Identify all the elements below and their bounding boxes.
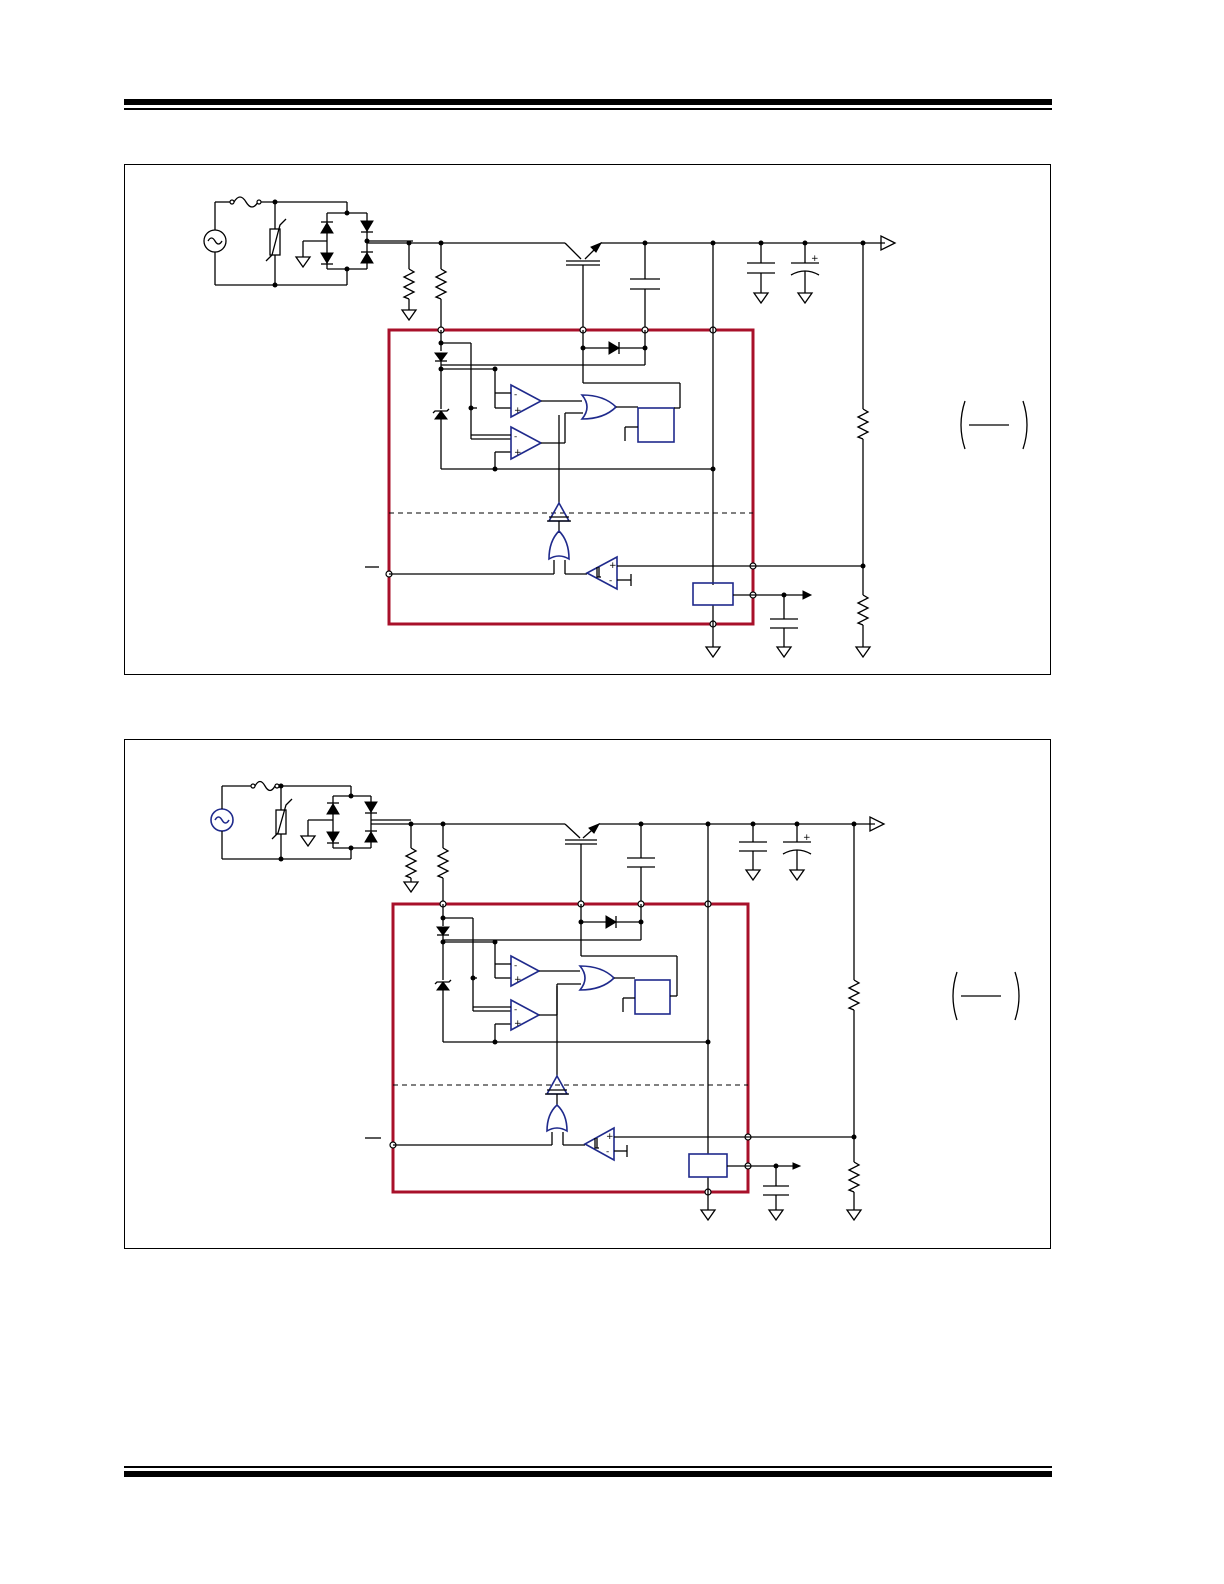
header-rule-thick	[124, 99, 1052, 105]
svg-text:+: +	[811, 254, 819, 264]
svg-text:-: -	[609, 576, 612, 586]
fuse-icon	[250, 780, 351, 792]
bridge-rectifier-icon	[299, 786, 411, 859]
header-rule-thin	[124, 108, 1052, 110]
timer-block	[688, 1153, 728, 1178]
svg-text:-: -	[606, 1147, 609, 1157]
or-gate-icon	[541, 394, 638, 444]
input-resistors	[400, 243, 448, 330]
schematic-figure-1: +	[124, 164, 1051, 675]
circuit-diagram-2: +	[210, 780, 1020, 1222]
svg-text:+: +	[609, 561, 617, 571]
input-resistors	[402, 824, 450, 904]
timer-block	[692, 582, 734, 606]
footer-rule-thick	[124, 1471, 1052, 1477]
svg-text:-: -	[514, 390, 517, 400]
ic-outline	[387, 328, 755, 626]
buffer-icon	[545, 1074, 569, 1106]
pass-transistor-icon	[564, 242, 885, 330]
ic-outline	[391, 902, 750, 1194]
varistor-icon	[215, 199, 347, 288]
svg-text:+: +	[514, 448, 522, 458]
buffer-icon	[547, 501, 571, 533]
ac-source-icon	[210, 785, 251, 859]
fuse-icon	[229, 196, 347, 208]
footer-rule-thin	[124, 1466, 1052, 1468]
svg-text:-: -	[514, 961, 517, 971]
svg-text:+: +	[514, 406, 522, 416]
svg-text:+: +	[514, 975, 522, 985]
svg-text:-: -	[514, 1005, 517, 1015]
circuit-diagram-1: +	[203, 196, 1028, 659]
pass-transistor-icon	[564, 823, 875, 904]
ac-source-icon	[203, 201, 231, 285]
svg-text:+: +	[803, 833, 811, 843]
or-gate-icon	[539, 965, 635, 1016]
latch-block	[637, 407, 675, 443]
svg-text:+: +	[606, 1132, 614, 1142]
schematic-figure-2: +	[124, 739, 1051, 1249]
bridge-rectifier-icon	[294, 202, 413, 285]
comparator-icon: - + - +	[471, 383, 543, 461]
latch-block	[634, 979, 671, 1015]
svg-text:+: +	[514, 1019, 522, 1029]
comparator-icon: - + - +	[473, 954, 541, 1032]
svg-text:-: -	[514, 432, 517, 442]
varistor-icon	[222, 783, 351, 862]
